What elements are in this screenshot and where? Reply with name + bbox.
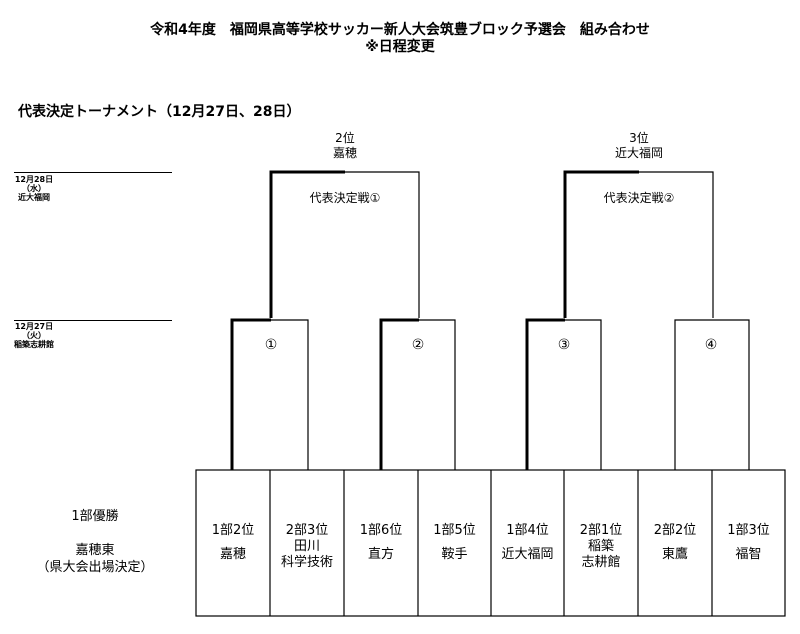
final-2-team: 近大福岡 — [614, 146, 663, 160]
venue-text: 近大福岡 — [18, 193, 50, 202]
date-divider-28 — [14, 172, 172, 173]
team-rank: 1部4位 — [506, 523, 549, 538]
team-name: 嘉穂 — [219, 547, 246, 562]
match-3-number: ③ — [557, 337, 571, 353]
final-1-rank: 2位 — [335, 131, 355, 145]
team-cell: 1部2位 嘉穂 — [196, 470, 270, 616]
champion-note: （県大会出場決定） — [36, 560, 154, 575]
match-2-number: ② — [411, 337, 425, 353]
match-1-winner-path — [230, 318, 271, 470]
team-cell: 1部4位 近大福岡 — [491, 470, 564, 616]
champion-block: 1部優勝 嘉穂東 （県大会出場決定） — [20, 508, 170, 576]
section-title: 代表決定トーナメント（12月27日、28日） — [18, 104, 301, 120]
match-4-bracket — [674, 319, 750, 470]
page-subtitle: ※日程変更 — [365, 39, 435, 55]
weekday-text: （火） — [22, 331, 46, 340]
venue-text: 稲築志耕館 — [14, 340, 54, 349]
team-rank: 1部6位 — [359, 523, 403, 538]
team-rank: 1部2位 — [211, 523, 255, 538]
date-text: 12月28日 — [14, 175, 54, 184]
team-name: 直方 — [367, 547, 394, 562]
team-name: 近大福岡 — [501, 547, 554, 562]
final-2-rank: 3位 — [629, 131, 649, 145]
team-name: 科学技術 — [280, 555, 333, 570]
team-rank: 1部5位 — [433, 523, 476, 538]
match-3-winner-path — [525, 318, 565, 470]
final-2-seed: 3位 近大福岡 — [594, 131, 684, 161]
team-rank: 2部1位 稲築 — [579, 523, 623, 554]
team-name: 東鷹 — [661, 547, 688, 562]
final-1-seed: 2位 嘉穂 — [300, 131, 390, 161]
team-cell: 2部3位 田川 科学技術 — [270, 470, 344, 616]
match-2-winner-path — [379, 318, 419, 470]
final-1-team: 嘉穂 — [332, 146, 357, 160]
champion-label: 1部優勝 — [71, 509, 119, 524]
final-2-winner-path — [563, 170, 639, 318]
page-title: 令和4年度 福岡県高等学校サッカー新人大会筑豊ブロック予選会 組み合わせ — [150, 22, 650, 38]
team-rank: 2部3位 田川 — [285, 523, 329, 554]
date-block-28: 12月28日 （水） 近大福岡 — [14, 175, 54, 202]
team-cell: 2部1位 稲築 志耕館 — [564, 470, 638, 616]
team-cell: 1部3位 福智 — [712, 470, 785, 616]
date-divider-27 — [14, 320, 172, 321]
team-cell: 2部2位 東鷹 — [638, 470, 712, 616]
date-block-27: 12月27日 （火） 稲築志耕館 — [14, 322, 54, 349]
final-1-winner-path — [269, 170, 345, 318]
team-name: 志耕館 — [581, 555, 621, 570]
team-rank: 1部3位 — [727, 523, 770, 538]
date-text: 12月27日 — [14, 322, 54, 331]
team-name: 鞍手 — [441, 547, 468, 562]
weekday-text: （水） — [22, 184, 46, 193]
team-cell: 1部6位 直方 — [344, 470, 418, 616]
team-name: 福智 — [735, 547, 762, 562]
team-cell: 1部5位 鞍手 — [418, 470, 491, 616]
final-2-label: 代表決定戦② — [603, 191, 675, 205]
match-1-number: ① — [264, 337, 278, 353]
team-rank: 2部2位 — [653, 523, 697, 538]
final-1-label: 代表決定戦① — [309, 191, 381, 205]
match-4-number: ④ — [704, 337, 718, 353]
champion-team: 嘉穂東 — [75, 543, 115, 558]
